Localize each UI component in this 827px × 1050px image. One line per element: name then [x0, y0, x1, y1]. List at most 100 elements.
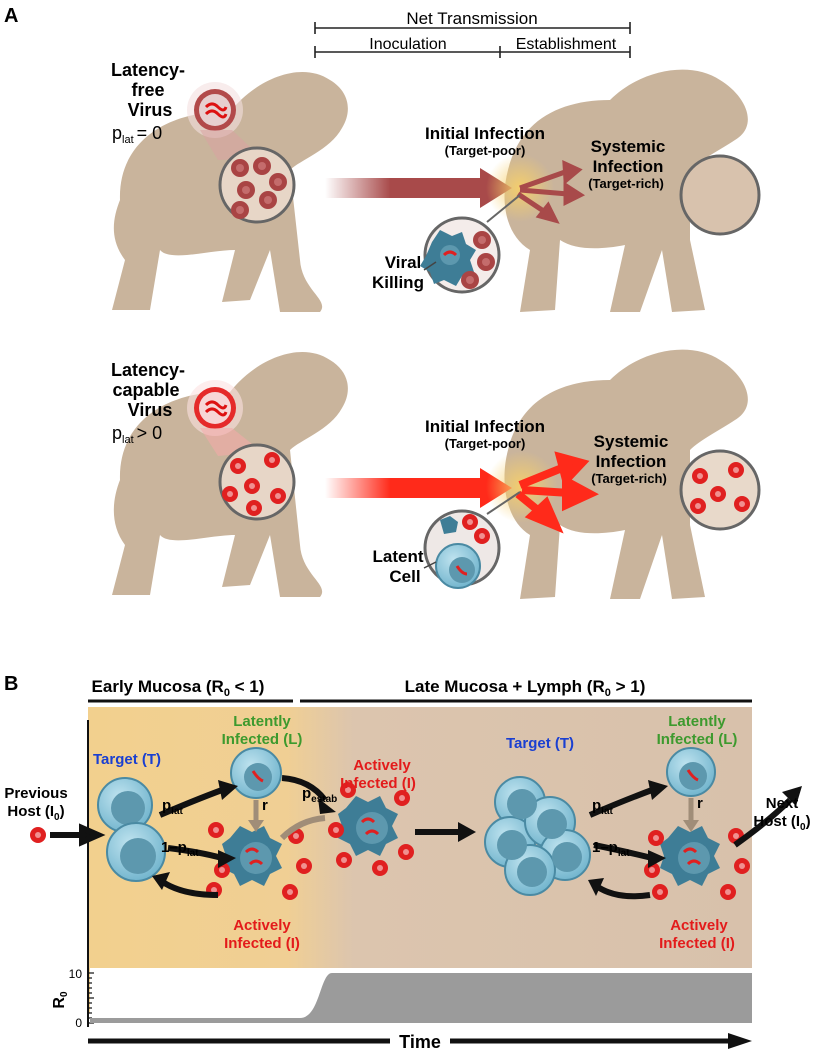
- plat-p-top: p: [112, 123, 122, 143]
- net-transmission-label: Net Transmission: [406, 9, 537, 28]
- viral-killing-inset: [420, 216, 501, 294]
- previous-host-line1: Previous: [4, 785, 67, 802]
- inset-connector-bottom: [486, 491, 521, 515]
- next-host-sub: 0: [800, 822, 806, 833]
- latent-cell-inset: [423, 509, 501, 589]
- systemic-label2-bottom: Infection: [596, 452, 667, 471]
- early-latent-line2: Infected (L): [222, 731, 303, 748]
- systemic-label1-top: Systemic: [591, 137, 666, 156]
- target-rich-label-top: (Target-rich): [588, 176, 664, 191]
- transmission-arrow-top: [325, 168, 512, 208]
- viral-killing-line2: Killing: [372, 273, 424, 292]
- early-plat-label: plat: [162, 797, 184, 817]
- late-mucosa-label: Late Mucosa + Lymph (R0 > 1): [405, 677, 646, 699]
- r0-tick-10: 10: [69, 967, 83, 981]
- initial-infection-label-top: Initial Infection: [425, 124, 545, 143]
- early-mucosa-text-b: < 1): [230, 677, 265, 696]
- late-target-label: Target (T): [506, 735, 574, 752]
- branch-arrows-bottom: [515, 451, 599, 534]
- early-latent-line1: Latently: [233, 713, 291, 730]
- plat-p-bottom: p: [112, 423, 122, 443]
- viral-killing-pointer: [423, 261, 437, 271]
- late-arrowheads: [588, 780, 802, 896]
- recipient-primate-bottom: [504, 349, 748, 599]
- virus-name-line1-top: Latency-: [111, 60, 185, 80]
- branch-arrows-top: [516, 159, 586, 224]
- early-active-line1: Actively: [233, 917, 291, 934]
- late-reactivation-head: [683, 820, 699, 832]
- late-one-minus-text: 1–p: [592, 839, 618, 856]
- early-plat-p: p: [162, 797, 171, 814]
- systemic-label2-top: Infection: [593, 157, 664, 176]
- virus-name-line2-bottom: capable: [112, 380, 179, 400]
- previous-host-line2: Host (I0): [7, 803, 64, 823]
- timeline-bracket: [314, 22, 631, 58]
- p-estab-label: pestab: [302, 785, 337, 805]
- virus-name-line2-top: free: [131, 80, 164, 100]
- next-host-line1: Next: [766, 795, 799, 812]
- latent-cell-line2: Cell: [389, 567, 420, 586]
- late-plat-label: plat: [592, 797, 614, 817]
- initial-infection-label-bottom: Initial Infection: [425, 417, 545, 436]
- plat-label-bottom: plat> 0: [112, 423, 162, 446]
- late-plat-p: p: [592, 797, 601, 814]
- virus-name-line1-bottom: Latency-: [111, 360, 185, 380]
- transmission-arrow-bottom: [325, 468, 512, 508]
- late-active-line2: Infected (I): [659, 935, 735, 952]
- next-host-text-b: ): [806, 813, 811, 830]
- early-r-label: r: [262, 797, 268, 814]
- systemic-label1-bottom: Systemic: [594, 432, 669, 451]
- early-target-cells: [97, 777, 166, 882]
- time-axis-head: [728, 1033, 752, 1049]
- late-latent-cell: [666, 747, 716, 797]
- late-target-cells: [484, 776, 591, 896]
- plat-label-top: plat= 0: [112, 123, 162, 146]
- previous-host-text-b: ): [60, 803, 65, 820]
- late-mucosa-text-a: Late Mucosa + Lymph (R: [405, 677, 605, 696]
- late-active-line1: Actively: [670, 917, 728, 934]
- recipient-primate-top: [504, 69, 748, 312]
- early-active-line2: Infected (I): [224, 935, 300, 952]
- early-mucosa-text-a: Early Mucosa (R: [92, 677, 224, 696]
- early-arrowheads: [152, 780, 238, 890]
- virus-name-line3-bottom: Virus: [128, 400, 173, 420]
- donor-inset-top: [218, 146, 296, 224]
- plat-rel-top: = 0: [137, 123, 163, 143]
- middle-active-line2: Infected (I): [340, 775, 416, 792]
- previous-host-sub: 0: [54, 812, 60, 823]
- early-reactivation-head: [248, 820, 264, 832]
- systemic-inset-bottom: [679, 449, 761, 531]
- late-active-cell-middle: [328, 782, 414, 876]
- viral-killing-line1: Viral: [385, 253, 422, 272]
- incoming-virion: [30, 827, 46, 843]
- latent-cell-line1: Latent: [373, 547, 424, 566]
- time-label-bg: [390, 1030, 450, 1050]
- latency-free-virus-icon: [187, 82, 243, 138]
- early-target-label: Target (T): [93, 751, 161, 768]
- p-estab-p: p: [302, 785, 311, 802]
- r0-axis-label-sub: 0: [59, 991, 70, 997]
- next-host-line2: Host (I0): [753, 813, 810, 833]
- early-plat-sub: lat: [171, 806, 183, 817]
- previous-host-text-a: Host (I: [7, 803, 54, 820]
- late-one-minus-sub: lat: [618, 848, 630, 859]
- r0-series-area: [90, 973, 752, 1023]
- r0-ticks: [88, 972, 94, 1024]
- inoculation-label: Inoculation: [369, 36, 446, 53]
- early-one-minus-sub: lat: [187, 848, 199, 859]
- early-mucosa-label: Early Mucosa (R0 < 1): [92, 677, 265, 699]
- target-poor-label-bottom: (Target-poor): [445, 436, 526, 451]
- late-latent-line2: Infected (L): [657, 731, 738, 748]
- latent-cell-pointer: [423, 561, 437, 569]
- to-late-targets-head: [458, 822, 476, 842]
- r0-axis-label: R0: [51, 991, 70, 1009]
- establishment-label: Establishment: [516, 36, 617, 53]
- target-rich-label-bottom: (Target-rich): [591, 471, 667, 486]
- estab-arrowhead: [318, 798, 336, 814]
- late-r-label: r: [697, 795, 703, 812]
- incoming-arrow: [50, 823, 106, 847]
- p-estab-sub: estab: [311, 794, 337, 805]
- r0-plot: 10 0 R0: [51, 720, 752, 1030]
- late-plat-sub: lat: [601, 806, 613, 817]
